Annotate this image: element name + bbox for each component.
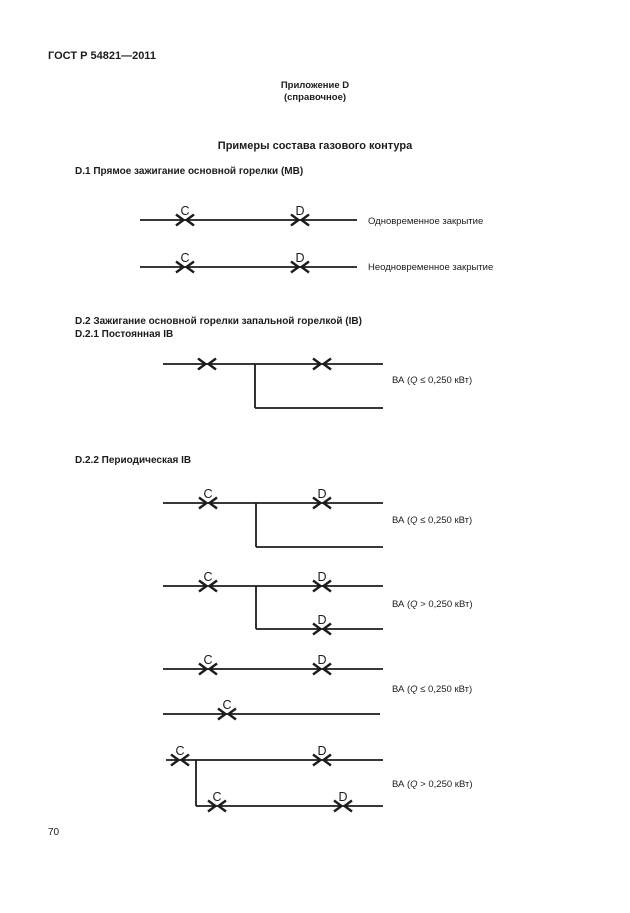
- section-heading-d22: D.2.2 Периодическая IB: [75, 455, 192, 466]
- valve-label-c: C: [212, 790, 222, 804]
- caption-text: ≤ 0,250 кВт): [417, 515, 473, 526]
- caption-q-symbol: Q: [410, 684, 418, 695]
- caption-text: ВА (: [392, 779, 411, 790]
- caption-q-symbol: Q: [410, 375, 418, 386]
- valve-label-c: C: [203, 570, 213, 584]
- valve-label-d: D: [295, 204, 305, 218]
- caption-simultaneous-closing: Одновременное закрытие: [368, 216, 484, 227]
- caption-text: ВА (: [392, 684, 411, 695]
- page-number: 70: [48, 827, 60, 838]
- valve-label-d: D: [317, 570, 327, 584]
- valve-label-c: C: [203, 487, 213, 501]
- valve-label-c: C: [180, 204, 190, 218]
- valve-label-d: D: [317, 613, 327, 627]
- caption-ba-q-gt-0250: ВА (Q > 0,250 кВт): [392, 779, 473, 790]
- caption-text: ≤ 0,250 кВт): [417, 684, 473, 695]
- section-heading-d2: D.2 Зажигание основной горелки запальной…: [75, 316, 362, 327]
- valve-label-d: D: [317, 487, 327, 501]
- caption-q-symbol: Q: [410, 515, 418, 526]
- valve-label-c: C: [203, 653, 213, 667]
- standard-code: ГОСТ Р 54821—2011: [48, 50, 156, 62]
- caption-text: ВА (: [392, 515, 411, 526]
- section-heading-d1: D.1 Прямое зажигание основной горелки (M…: [75, 166, 304, 177]
- valve-label-d: D: [295, 251, 305, 265]
- caption-q-symbol: Q: [410, 599, 418, 610]
- caption-ba-q-gt-0250: ВА (Q > 0,250 кВт): [392, 599, 473, 610]
- section-heading-d21: D.2.1 Постоянная IB: [75, 329, 174, 340]
- caption-non-simultaneous-closing: Неодновременное закрытие: [368, 262, 494, 273]
- valve-label-d: D: [317, 744, 327, 758]
- caption-ba-q-le-0250: ВА (Q ≤ 0,250 кВт): [392, 375, 472, 386]
- caption-text: > 0,250 кВт): [417, 599, 473, 610]
- caption-ba-q-le-0250: ВА (Q ≤ 0,250 кВт): [392, 684, 472, 695]
- valve-label-d: D: [338, 790, 348, 804]
- page-title: Примеры состава газового контура: [217, 140, 413, 152]
- caption-text: ≤ 0,250 кВт): [417, 375, 473, 386]
- appendix-header: Приложение D (справочное): [0, 80, 630, 104]
- caption-text: ВА (: [392, 375, 411, 386]
- valve-label-c: C: [222, 698, 232, 712]
- caption-q-symbol: Q: [410, 779, 418, 790]
- valve-label-d: D: [317, 653, 327, 667]
- valve-label-c: C: [175, 744, 185, 758]
- appendix-type: (справочное): [283, 92, 347, 103]
- caption-text: > 0,250 кВт): [417, 779, 473, 790]
- caption-ba-q-le-0250: ВА (Q ≤ 0,250 кВт): [392, 515, 472, 526]
- appendix-title: Приложение D: [280, 80, 350, 91]
- valve-label-c: C: [180, 251, 190, 265]
- caption-text: ВА (: [392, 599, 411, 610]
